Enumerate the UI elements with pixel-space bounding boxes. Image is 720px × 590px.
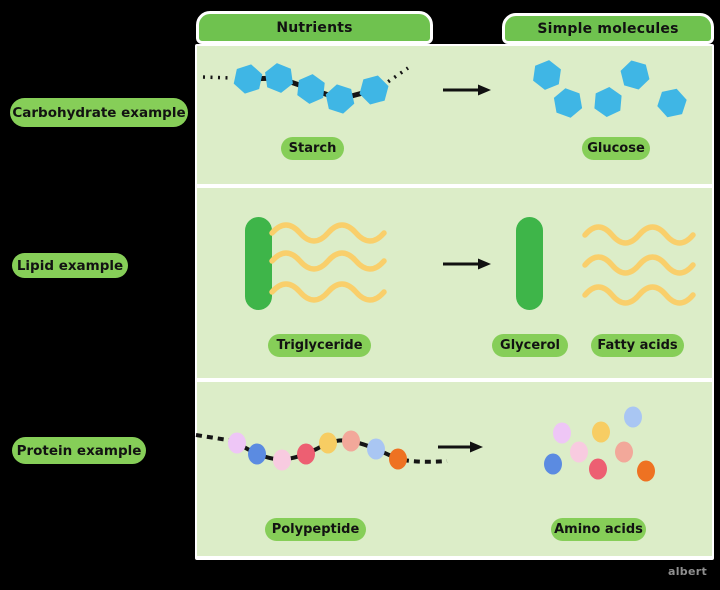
watermark-logo: albert (668, 565, 708, 578)
molecule-label-starch: Starch (281, 137, 344, 160)
row-label-lipid: Lipid example (12, 253, 128, 278)
main-panel (195, 44, 714, 560)
column-header-nutrients: Nutrients (196, 11, 433, 44)
molecule-label-glucose: Glucose (582, 137, 650, 160)
row-label-protein: Protein example (12, 437, 146, 464)
molecule-label-polypeptide: Polypeptide (265, 518, 366, 541)
molecule-label-amino-acids: Amino acids (551, 518, 646, 541)
column-header-simple-molecules: Simple molecules (502, 13, 714, 44)
row-section-carbohydrate (197, 46, 712, 184)
molecule-label-glycerol: Glycerol (492, 334, 568, 357)
row-label-carbohydrate: Carbohydrate example (10, 98, 188, 127)
molecule-label-fatty-acids: Fatty acids (591, 334, 684, 357)
molecule-label-triglyceride: Triglyceride (268, 334, 371, 357)
